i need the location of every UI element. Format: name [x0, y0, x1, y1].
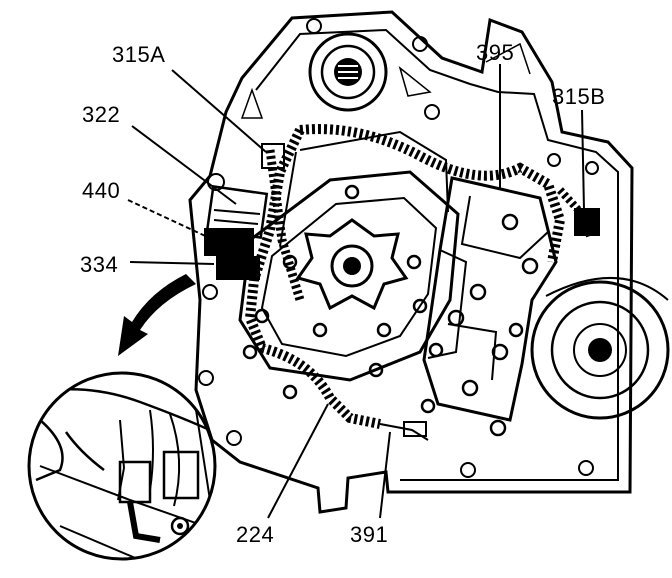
- callout-391: 391: [350, 522, 388, 547]
- channel-plate: [238, 130, 460, 414]
- detail-arrow: [118, 274, 196, 356]
- valve-body-plate: [422, 176, 558, 437]
- solenoid-connectors: [204, 185, 269, 280]
- bolt-boss: [306, 18, 322, 34]
- callout-315a: 315A: [112, 42, 165, 67]
- leader-334: [129, 261, 215, 265]
- callout-395: 395: [476, 40, 514, 65]
- leader-315a: [171, 69, 267, 153]
- bolt-boss: [202, 284, 218, 300]
- callout-322: 322: [82, 102, 120, 127]
- bolt-boss: [460, 462, 476, 478]
- callout-440: 440: [82, 178, 120, 203]
- leader-lines: [127, 64, 585, 519]
- leader-315b: [581, 109, 585, 211]
- bolt-boss: [412, 36, 428, 52]
- wiring-harness: [244, 124, 600, 441]
- bolt-boss: [578, 460, 594, 476]
- detail-view-circle: [27, 371, 217, 561]
- bolt-boss: [424, 104, 440, 120]
- bolt-boss: [547, 153, 561, 167]
- leader-440: [127, 199, 215, 241]
- bolt-boss: [585, 161, 599, 175]
- callout-315b: 315B: [552, 84, 605, 109]
- input-shaft: [308, 32, 388, 112]
- callout-224: 224: [236, 522, 274, 547]
- leader-391: [379, 431, 391, 519]
- callout-labels: 315A 395 315B 322 440 334 224 391: [80, 40, 605, 547]
- leader-322: [131, 125, 237, 205]
- output-hub: [530, 277, 670, 420]
- transmission-case: [188, 10, 634, 514]
- callout-334: 334: [80, 252, 118, 277]
- bolt-boss: [226, 430, 242, 446]
- leader-224: [267, 403, 329, 519]
- bolt-boss: [198, 370, 214, 386]
